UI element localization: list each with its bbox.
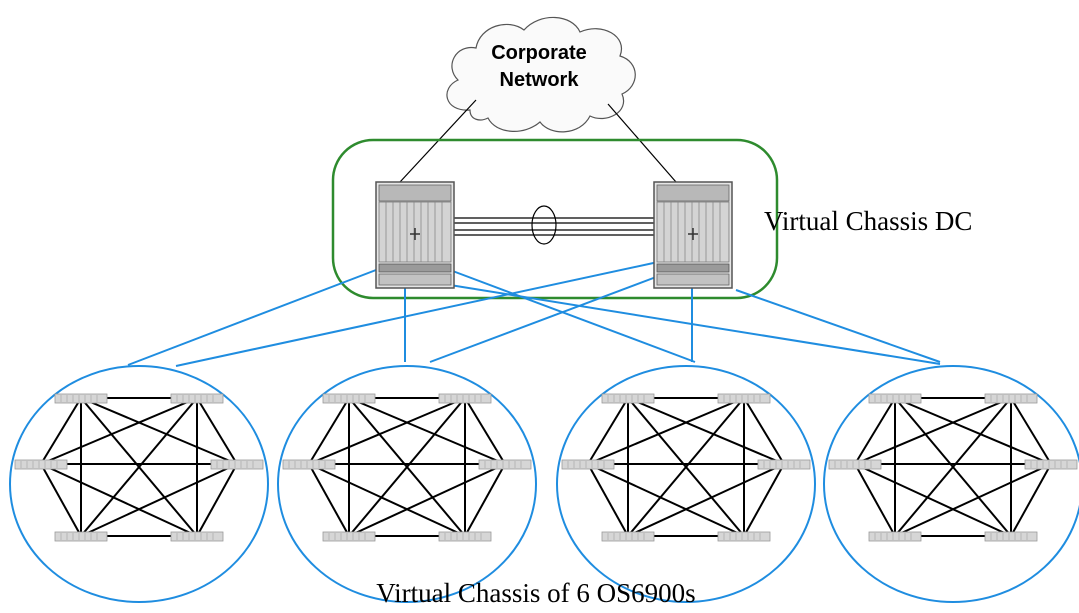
stackable-switch-icon (828, 459, 882, 470)
core-switch-left (375, 181, 455, 289)
stackable-switch-icon (601, 393, 655, 404)
stackable-switch-icon (478, 459, 532, 470)
mesh-link (80, 397, 238, 465)
mesh-link (587, 397, 745, 465)
cloud-icon (446, 16, 636, 133)
mesh-link (627, 463, 785, 537)
mesh-link (627, 397, 785, 465)
stackable-switch-icon (984, 393, 1038, 404)
stackable-switch-icon (54, 393, 108, 404)
virtual-chassis-dc-box (331, 138, 779, 300)
mesh-link (196, 397, 238, 465)
stackable-switch-icon (868, 393, 922, 404)
mesh-link (308, 463, 350, 537)
stackable-switch-icon (438, 393, 492, 404)
corporate-network-cloud: Corporate Network (446, 16, 636, 133)
mesh-link (348, 397, 466, 537)
stackable-switch-icon (717, 531, 771, 542)
mesh-link (627, 397, 745, 537)
mesh-link (894, 397, 1012, 537)
mesh-link (80, 463, 238, 537)
mesh-link (1010, 397, 1052, 465)
edge-vc-group (556, 365, 816, 603)
mesh-link (40, 463, 82, 537)
stackable-switch-icon (438, 531, 492, 542)
edge-vc-ellipse (823, 365, 1079, 603)
stackable-switch-icon (170, 531, 224, 542)
mesh-link (80, 397, 198, 537)
stackable-switch-icon (757, 459, 811, 470)
mesh-link (743, 397, 785, 465)
core-switch-right (653, 181, 733, 289)
edge-vc-ellipse (277, 365, 537, 603)
cloud-label-line2: Network (500, 69, 580, 91)
cloud-link-right (607, 103, 677, 183)
stackable-switch-icon (322, 393, 376, 404)
stackable-switch-icon (717, 393, 771, 404)
edge-vc-label: Virtual Chassis of 6 OS6900s (376, 578, 695, 608)
stackable-switch-icon (868, 531, 922, 542)
mesh-link (348, 463, 506, 537)
stackable-switch-icon (14, 459, 68, 470)
stackable-switch-icon (210, 459, 264, 470)
mesh-link (464, 397, 506, 465)
mesh-link (587, 397, 629, 465)
edge-vc-groups (9, 365, 1079, 603)
mesh-link (40, 463, 198, 537)
mesh-link (348, 397, 506, 465)
mesh-link (894, 463, 1052, 537)
mesh-link (854, 397, 1012, 465)
mesh-link (308, 397, 466, 465)
link-aggregation-icon (531, 205, 557, 245)
mesh-link (854, 463, 1012, 537)
uplinks (127, 261, 941, 367)
mesh-link (587, 463, 745, 537)
stackable-switch-icon (322, 531, 376, 542)
mesh-link (894, 397, 1052, 465)
mesh-link (308, 463, 466, 537)
stackable-switch-icon (561, 459, 615, 470)
mesh-link (308, 397, 350, 465)
mesh-link (854, 463, 896, 537)
cloud-label-line1: Corporate (491, 42, 587, 64)
stackable-switch-icon (170, 393, 224, 404)
edge-vc-ellipse (556, 365, 816, 603)
edge-vc-group (277, 365, 537, 603)
virtual-chassis-dc-label: Virtual Chassis DC (764, 206, 972, 236)
stackable-switch-icon (984, 531, 1038, 542)
edge-vc-group (823, 365, 1079, 603)
mesh-link (40, 397, 82, 465)
mesh-link (854, 397, 896, 465)
stackable-switch-icon (54, 531, 108, 542)
mesh-link (587, 463, 629, 537)
edge-vc-group (9, 365, 269, 603)
mesh-link (743, 463, 785, 537)
mesh-link (40, 397, 198, 465)
virtual-fabric-link (454, 205, 656, 245)
stackable-switch-icon (601, 531, 655, 542)
edge-vc-ellipse (9, 365, 269, 603)
mesh-link (464, 463, 506, 537)
stackable-switch-icon (282, 459, 336, 470)
mesh-link (196, 463, 238, 537)
mesh-link (1010, 463, 1052, 537)
stackable-switch-icon (1024, 459, 1078, 470)
